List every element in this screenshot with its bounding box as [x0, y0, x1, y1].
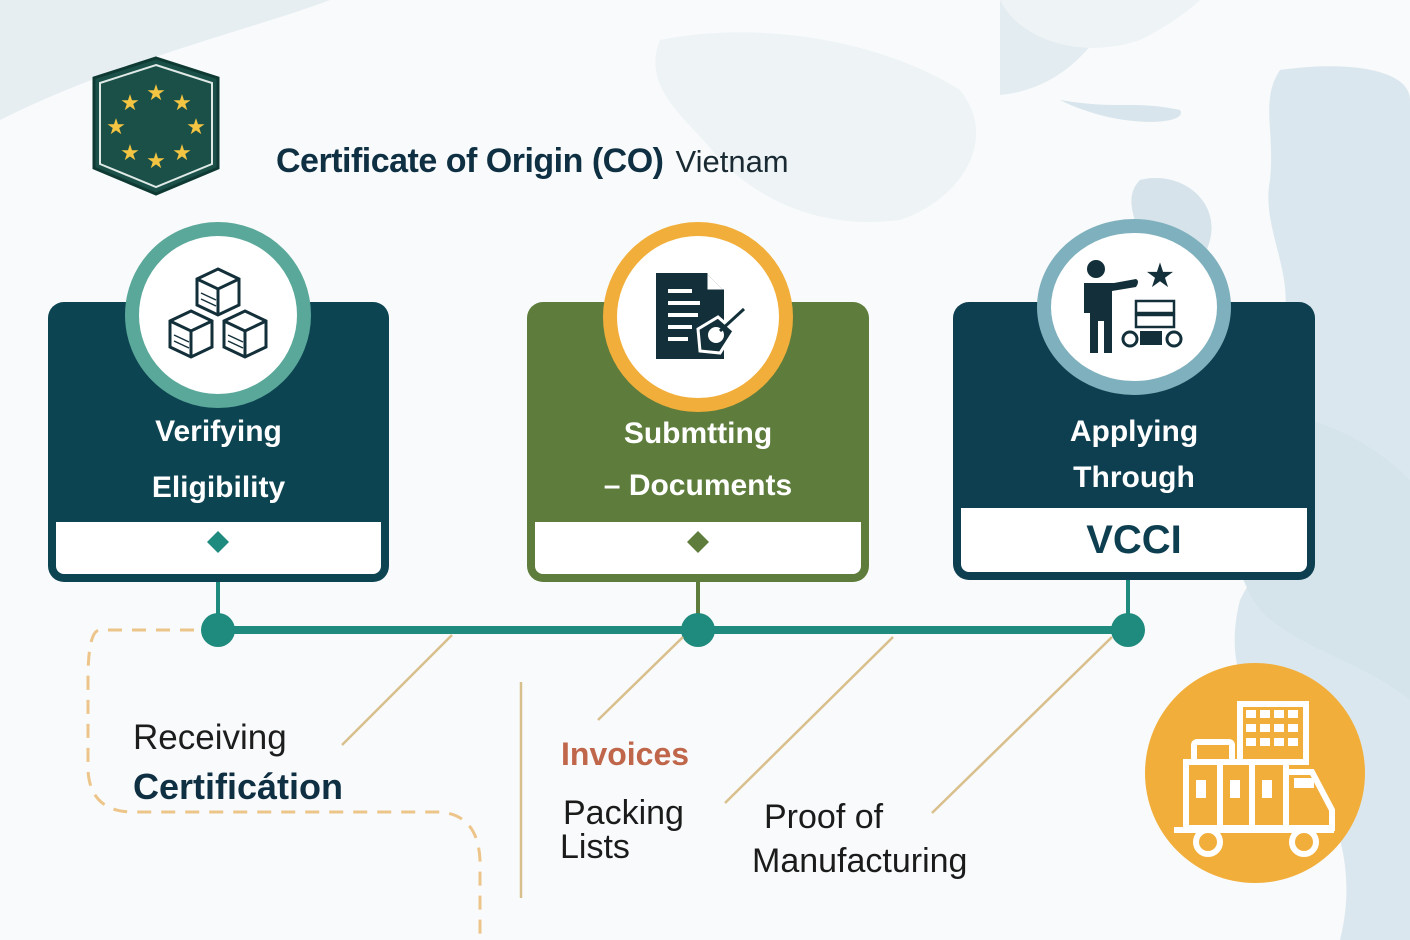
proof-of-manufacturing-line1: Proof of: [764, 798, 884, 836]
svg-text:★: ★: [172, 141, 192, 166]
packing-lists-label-line1: Packing: [563, 794, 684, 832]
title-main: Certificate of Origin (CO): [276, 142, 664, 180]
timeline-node-1: [201, 613, 235, 647]
step-icon-ring: [125, 222, 311, 408]
step-label-line2: Through: [1073, 461, 1195, 494]
title-subtitle: Vietnam: [675, 144, 789, 179]
leader-line: [931, 636, 1113, 814]
timeline-node-2: [681, 613, 715, 647]
leader-line: [597, 636, 684, 721]
dashed-path: [86, 628, 482, 940]
step-label-line2: – Documents: [603, 469, 793, 502]
step-icon-ring: ★: [1037, 219, 1231, 395]
person-star-icon: ★: [1084, 257, 1183, 353]
step-card-applying-through-vcci: Applying Through VCCI: [953, 302, 1315, 580]
boxes-icon: [168, 267, 268, 359]
leader-line: [341, 634, 453, 746]
svg-text:★: ★: [172, 91, 192, 116]
diamond-marker: [207, 531, 229, 553]
svg-text:★: ★: [120, 91, 140, 116]
step-label-line2: Eligibility: [151, 471, 286, 504]
step-card-verifying-eligibility: Verifying Eligibility: [48, 302, 389, 582]
step-footer: VCCI: [961, 508, 1307, 572]
svg-text:★: ★: [146, 81, 166, 106]
svg-text:★: ★: [1145, 257, 1175, 296]
leader-line: [724, 636, 894, 804]
certification-label: Certificátion: [133, 766, 344, 807]
timeline-node-3: [1111, 613, 1145, 647]
step-label-line1: Submtting: [623, 417, 773, 450]
diamond-marker: [687, 531, 709, 553]
delivery-truck-icon: [1145, 663, 1365, 883]
svg-text:★: ★: [106, 115, 126, 140]
receiving-label: Receiving: [133, 718, 287, 757]
svg-text:★: ★: [146, 149, 166, 174]
step-label-line1: Verifying: [155, 415, 282, 448]
page-title: Certificate of Origin (CO) Vietnam: [276, 142, 789, 181]
svg-text:★: ★: [186, 115, 206, 140]
invoices-label: Invoices: [561, 736, 690, 772]
proof-of-manufacturing-line2: Manufacturing: [752, 842, 968, 880]
step-label-line1: Applying: [1069, 415, 1199, 448]
eu-stars-shield-icon: ★★★ ★★ ★★★: [92, 56, 220, 196]
svg-text:★: ★: [120, 141, 140, 166]
vcci-label: VCCI: [1086, 517, 1182, 562]
document-sign-icon: [656, 273, 746, 359]
packing-lists-label-line2: Lists: [560, 828, 630, 866]
step-icon-ring: [603, 222, 793, 412]
